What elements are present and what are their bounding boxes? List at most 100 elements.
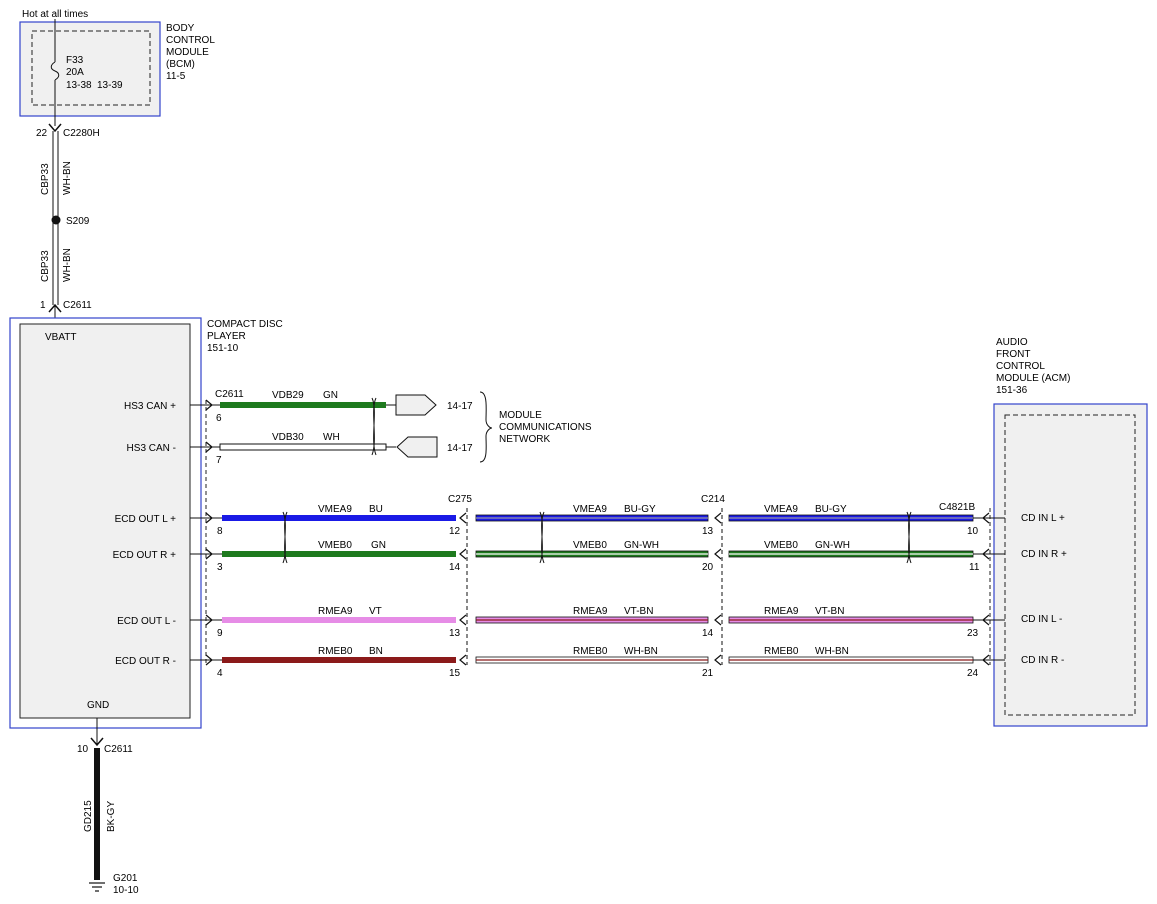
gnd-color: BK-GY xyxy=(106,801,117,832)
r4-seg3-circuit: RMEB0 xyxy=(764,646,799,657)
wire-upper-circuit: CBP33 xyxy=(40,163,51,195)
r3-seg2-pin-b: 14 xyxy=(702,628,714,639)
vdb29-color: GN xyxy=(323,390,338,401)
ground-ref: 10-10 xyxy=(113,885,139,896)
r4-seg3-color: WH-BN xyxy=(815,646,849,657)
can-minus-ref: 14-17 xyxy=(447,443,473,454)
connector-c2611-gnd-icon xyxy=(90,737,104,747)
fuse-id: F33 xyxy=(66,55,84,66)
pin-cd-in-r-minus-label: CD IN R - xyxy=(1021,655,1064,666)
bcm-inner-dashed xyxy=(31,30,151,106)
r4-seg2-circuit: RMEB0 xyxy=(573,646,608,657)
cdp-gnd-label: GND xyxy=(87,700,109,711)
svg-text:MODULE: MODULE xyxy=(499,410,542,421)
r1-seg2-pin-b: 13 xyxy=(702,526,714,537)
vdb29-circuit: VDB29 xyxy=(272,390,304,401)
fuse-ref-1: 13-38 xyxy=(66,80,92,91)
r2-seg1-color: GN xyxy=(371,540,386,551)
svg-text:FRONT: FRONT xyxy=(996,349,1030,360)
bcm-frame xyxy=(19,21,161,117)
ground-symbol-icon xyxy=(89,882,105,892)
pin-ecd-out-l-minus-label: ECD OUT L - xyxy=(117,616,176,627)
r3-seg2-color: VT-BN xyxy=(624,606,653,617)
wire-lower-circuit: CBP33 xyxy=(40,250,51,282)
connector-c214-label: C214 xyxy=(701,494,725,505)
r1-seg3-color: BU-GY xyxy=(815,504,847,515)
can-connector-label: C2611 xyxy=(215,389,244,400)
acm-outer-frame xyxy=(993,403,1148,727)
r2-seg2-pin-b: 20 xyxy=(702,562,714,573)
wire-rmea9-seg1 xyxy=(222,617,456,623)
gnd-circuit: GD215 xyxy=(83,800,94,832)
r1-seg1-pin-a: 8 xyxy=(217,526,223,537)
r2-c214-marker xyxy=(714,548,722,560)
r4-c275-marker xyxy=(459,654,467,666)
can-twist-icon xyxy=(371,397,377,456)
gnd-pin: 10 xyxy=(77,744,89,755)
power-feed: Hot at all times BODY CONTROL MODULE (BC… xyxy=(19,9,215,322)
r4-seg3-pin-b: 24 xyxy=(967,668,979,679)
r1-seg2-color: BU-GY xyxy=(624,504,656,515)
c2611-vbatt-pin: 1 xyxy=(40,300,46,311)
r3-seg3-color: VT-BN xyxy=(815,606,844,617)
pin-cd-in-r-plus-label: CD IN R + xyxy=(1021,549,1067,560)
hs3-can-bus: C2611 VDB29 GN 6 14-17 VDB30 WH 7 14-17 … xyxy=(190,389,592,466)
c2611-vbatt-label: C2611 xyxy=(63,300,92,311)
row-ecd-l-plus: VMEA9 BU 8 12 VMEA9 BU-GY 13 VMEA9 BU-GY… xyxy=(190,504,1005,537)
audio-front-control-module: AUDIO FRONT CONTROL MODULE (ACM) 151-36 … xyxy=(989,337,1148,727)
twist-markers-vme xyxy=(282,511,912,564)
r3-seg1-pin-b: 13 xyxy=(449,628,461,639)
r3-c275-marker xyxy=(459,614,467,626)
wire-gd215 xyxy=(94,748,100,880)
svg-text:COMPACT DISC: COMPACT DISC xyxy=(207,319,283,330)
r2-seg2-color: GN-WH xyxy=(624,540,659,551)
svg-text:151-10: 151-10 xyxy=(207,343,239,354)
vdb30-color: WH xyxy=(323,432,340,443)
r1-c275-marker xyxy=(459,512,467,524)
vdb30-circuit: VDB30 xyxy=(272,432,304,443)
r2-seg3-color: GN-WH xyxy=(815,540,850,551)
r4-c214-marker xyxy=(714,654,722,666)
r2-seg3-circuit: VMEB0 xyxy=(764,540,798,551)
cdp-vbatt-label: VBATT xyxy=(45,332,76,343)
r4-seg1-pin-b: 15 xyxy=(449,668,461,679)
gnd-connector-label: C2611 xyxy=(104,744,133,755)
twist-icon-3 xyxy=(906,511,912,564)
fuse-ref-2: 13-39 xyxy=(97,80,123,91)
r3-seg2-circuit: RMEA9 xyxy=(573,606,608,617)
vdb29-pin: 6 xyxy=(216,413,222,424)
row-ecd-l-minus: RMEA9 VT 9 13 RMEA9 VT-BN 14 RMEA9 VT-BN… xyxy=(190,606,1005,639)
c2280h-label: C2280H xyxy=(63,128,100,139)
r1-seg1-color: BU xyxy=(369,504,383,515)
r2-seg2-circuit: VMEB0 xyxy=(573,540,607,551)
r4-seg2-pin-b: 21 xyxy=(702,668,714,679)
c2280h-pin: 22 xyxy=(36,128,48,139)
svg-text:BODY: BODY xyxy=(166,23,195,34)
r4-seg1-circuit: RMEB0 xyxy=(318,646,353,657)
r1-seg3-circuit: VMEA9 xyxy=(764,504,798,515)
svg-text:11-5: 11-5 xyxy=(166,71,186,82)
fuse-rating: 20A xyxy=(66,67,84,78)
r2-seg1-pin-b: 14 xyxy=(449,562,461,573)
ground-point-label: G201 xyxy=(113,873,138,884)
bcm-name: BODY CONTROL MODULE (BCM) 11-5 xyxy=(166,23,215,82)
r4-seg1-color: BN xyxy=(369,646,383,657)
pin-cd-in-l-plus-label: CD IN L + xyxy=(1021,513,1065,524)
r3-c214-marker xyxy=(714,614,722,626)
r1-pin-marker-left xyxy=(205,512,213,524)
hot-at-all-times-label: Hot at all times xyxy=(22,9,88,20)
twist-icon-2 xyxy=(539,511,545,564)
r2-seg1-pin-a: 3 xyxy=(217,562,223,573)
r1-seg1-circuit: VMEA9 xyxy=(318,504,352,515)
vdb30-pin: 7 xyxy=(216,455,222,466)
svg-text:PLAYER: PLAYER xyxy=(207,331,246,342)
inline-connectors: C275 C214 C4821B xyxy=(448,494,975,665)
cdp-body xyxy=(19,323,191,719)
r2-c275-marker xyxy=(459,548,467,560)
pin-hs3-can-plus-label: HS3 CAN + xyxy=(124,401,176,412)
svg-text:(BCM): (BCM) xyxy=(166,59,195,70)
r3-seg3-pin-b: 23 xyxy=(967,628,979,639)
compact-disc-player: COMPACT DISC PLAYER 151-10 VBATT GND HS3… xyxy=(9,317,283,729)
pin-ecd-out-r-plus-label: ECD OUT R + xyxy=(113,550,177,561)
